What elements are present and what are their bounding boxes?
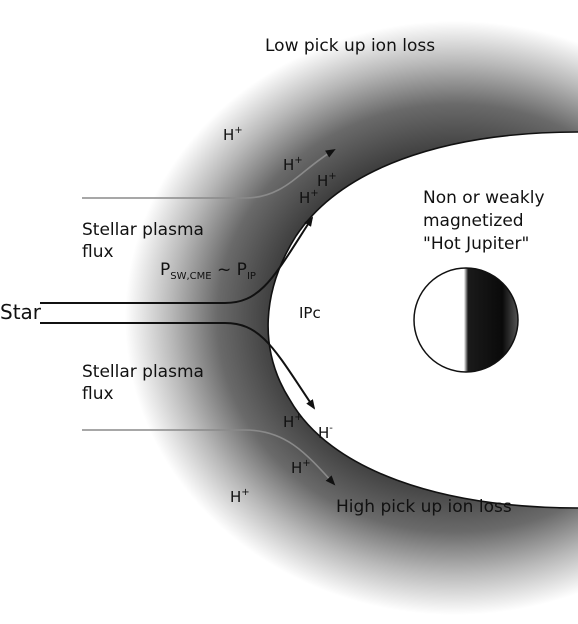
planet-label-line1: Non or weakly xyxy=(423,188,545,208)
planet-label-line3: "Hot Jupiter" xyxy=(423,234,530,254)
low-loss-label: Low pick up ion loss xyxy=(265,36,436,56)
ion-label: H+ xyxy=(283,155,303,174)
ion-label: H+ xyxy=(299,188,319,207)
flux-arrow-up xyxy=(40,216,314,304)
flux-lower-line2: flux xyxy=(82,384,114,404)
pressure-balance: PSW,CME ~ PIP xyxy=(160,262,256,282)
pressure-left-sub: SW,CME xyxy=(170,271,212,282)
ipc-label: IPc xyxy=(299,304,321,322)
pressure-right: P xyxy=(236,260,247,280)
ion-label: H+ xyxy=(291,458,311,477)
ion-label: H+ xyxy=(230,487,250,506)
ion-label: H+ xyxy=(223,125,243,144)
ion-label: H- xyxy=(318,423,333,442)
flux-upper-line1: Stellar plasma xyxy=(82,220,204,240)
star-label: Star xyxy=(0,300,42,324)
hot-jupiter-planet xyxy=(413,267,519,373)
pressure-left: P xyxy=(160,260,171,280)
pressure-right-sub: IP xyxy=(246,271,256,282)
ion-label: H+ xyxy=(317,171,337,190)
lower-streamline xyxy=(82,429,336,486)
cavity-boundary xyxy=(267,131,578,509)
planet-label-line2: magnetized xyxy=(423,211,524,231)
pressure-tilde: ~ xyxy=(217,260,232,280)
ion-label: H+ xyxy=(283,412,303,431)
flux-arrow-down xyxy=(40,322,316,410)
flux-upper-line2: flux xyxy=(82,242,114,262)
flux-lower-line1: Stellar plasma xyxy=(82,362,204,382)
upper-streamline xyxy=(82,148,336,199)
high-loss-label: High pick up ion loss xyxy=(336,497,512,517)
